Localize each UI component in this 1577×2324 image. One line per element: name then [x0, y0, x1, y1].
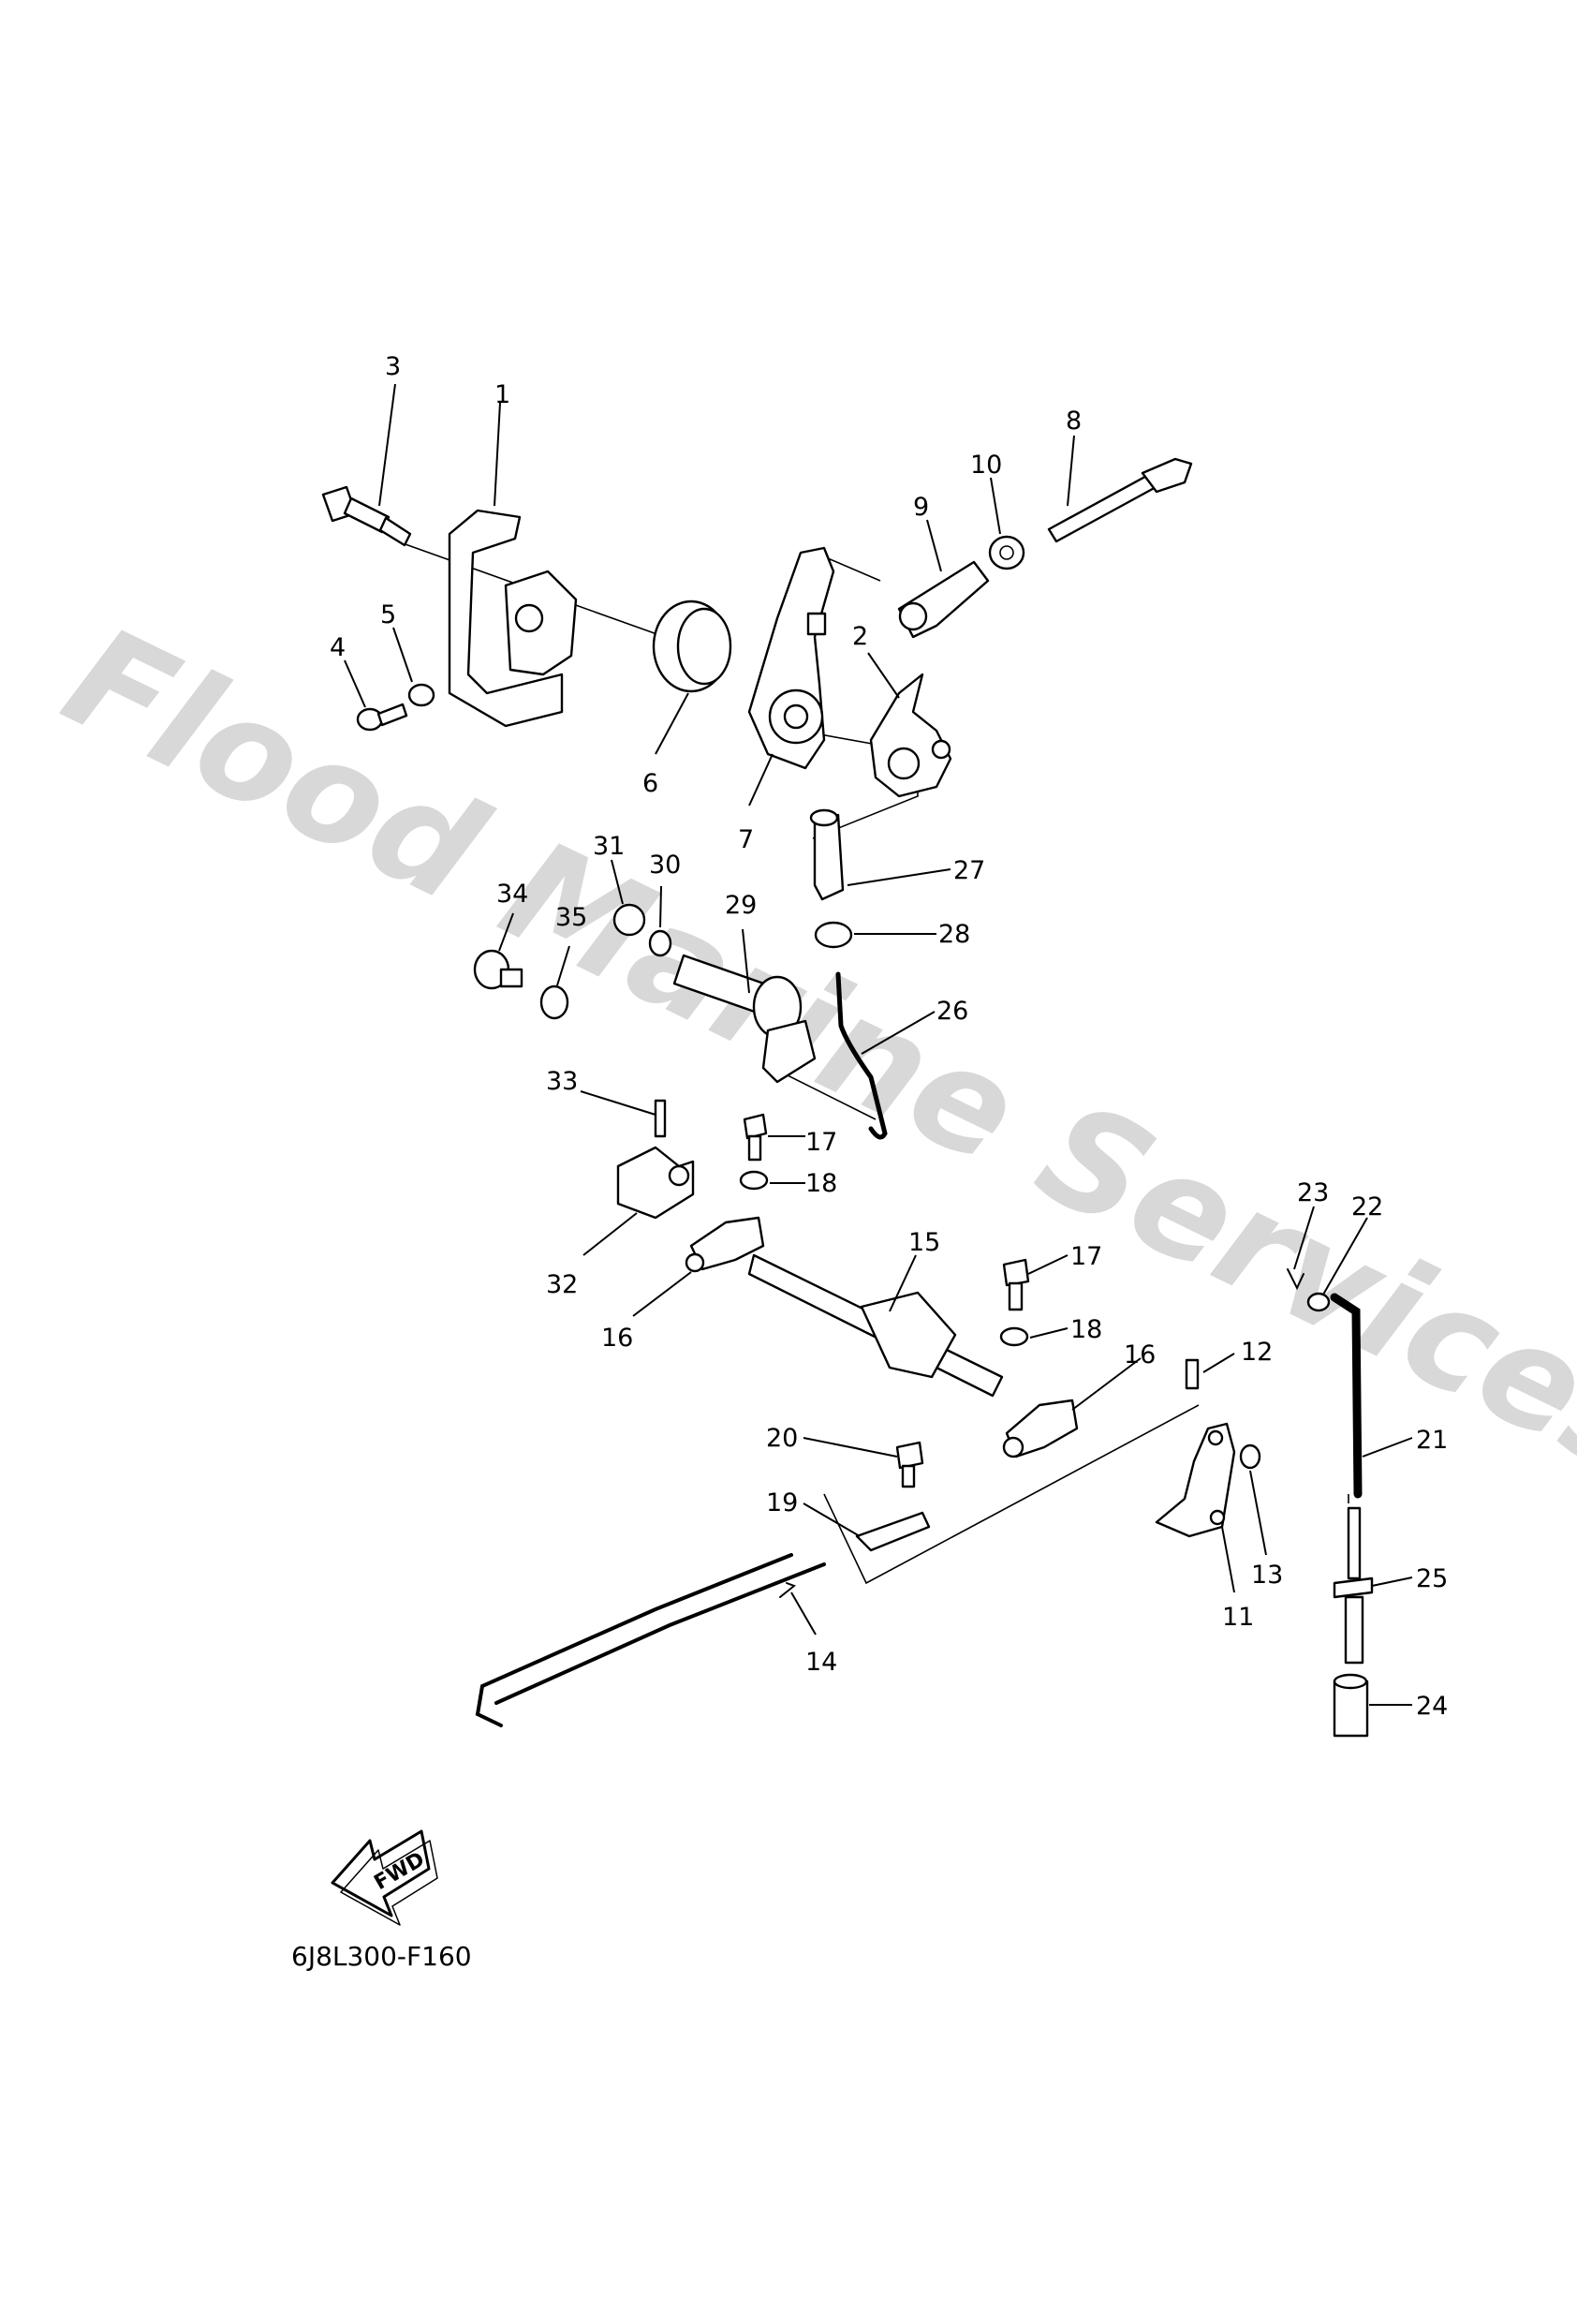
callout-19: 19 — [766, 1488, 798, 1517]
part-27-link — [809, 808, 845, 901]
part-32-arm — [616, 1146, 695, 1220]
part-14-rod-inner — [494, 1562, 826, 1705]
part-28-nut — [814, 921, 853, 949]
callout-28: 28 — [938, 920, 970, 949]
part-22-washer — [1306, 1292, 1331, 1312]
callout-34: 34 — [496, 880, 528, 909]
callout-16a: 16 — [601, 1324, 633, 1353]
part-20-bolt — [895, 1441, 924, 1488]
part-2-plate — [869, 673, 952, 798]
part-23-clip — [1287, 1268, 1304, 1291]
callout-13: 13 — [1251, 1561, 1283, 1590]
part-16-arm-lower — [1002, 1399, 1079, 1458]
callout-16b: 16 — [1124, 1340, 1156, 1369]
callout-21: 21 — [1416, 1426, 1448, 1455]
part-5-washer — [407, 683, 435, 707]
part-18-washer-lower — [999, 1326, 1029, 1347]
callout-29: 29 — [725, 891, 757, 920]
callout-20: 20 — [766, 1424, 798, 1453]
callout-18b: 18 — [1070, 1315, 1102, 1344]
callout-30: 30 — [649, 851, 681, 880]
part-30-washer — [648, 929, 672, 957]
part-15-shaft — [747, 1253, 1004, 1398]
callout-4: 4 — [330, 633, 346, 662]
callout-25: 25 — [1416, 1564, 1448, 1593]
part-13-washer — [1239, 1443, 1261, 1470]
part-12-pin — [1185, 1358, 1200, 1390]
callout-6: 6 — [642, 769, 658, 798]
callouts: 1 2 3 4 5 6 7 8 9 10 11 12 13 14 15 16 1… — [330, 352, 1448, 1721]
callout-23: 23 — [1297, 1178, 1329, 1207]
part-34-plug — [473, 949, 523, 990]
part-11-lever — [1155, 1422, 1236, 1538]
part-14-rod — [475, 1553, 793, 1727]
part-29-shaft — [672, 954, 817, 1084]
leader-lines — [344, 383, 1413, 1706]
callout-35: 35 — [555, 903, 587, 932]
part-25-adjuster — [1333, 1506, 1374, 1665]
callout-17b: 17 — [1070, 1242, 1102, 1271]
callout-11: 11 — [1222, 1603, 1254, 1632]
part-6-ring — [652, 600, 732, 693]
part-1-bracket — [448, 509, 578, 728]
part-31-nut — [612, 903, 646, 937]
part-10-nut — [988, 535, 1025, 570]
callout-5: 5 — [380, 600, 396, 629]
callout-24: 24 — [1416, 1692, 1448, 1721]
fwd-arrow-icon: FWD — [331, 1829, 438, 1926]
part-8-rod — [1047, 457, 1193, 543]
part-21-rod — [1330, 1293, 1363, 1499]
part-3-bolt — [321, 485, 412, 547]
callout-10: 10 — [970, 451, 1002, 480]
part-7-lever — [747, 546, 835, 770]
part-24-nut — [1333, 1673, 1369, 1738]
callout-31: 31 — [593, 832, 625, 861]
callout-1: 1 — [494, 380, 510, 409]
part-17-bolt-upper — [743, 1113, 768, 1162]
callout-33: 33 — [546, 1067, 578, 1096]
callout-3: 3 — [385, 352, 401, 381]
part-35-washer — [539, 984, 569, 1020]
part-33-pin — [654, 1099, 667, 1138]
callout-27: 27 — [953, 856, 985, 885]
callout-22: 22 — [1351, 1192, 1383, 1221]
part-19-clip — [855, 1511, 931, 1552]
part-4-screw — [356, 703, 408, 732]
callout-12: 12 — [1241, 1338, 1273, 1367]
callout-2: 2 — [852, 622, 868, 651]
callout-8: 8 — [1066, 407, 1082, 436]
callout-18a: 18 — [805, 1169, 837, 1198]
callout-7: 7 — [738, 825, 754, 854]
part-18-washer-upper — [739, 1170, 769, 1191]
diagram-code: 6J8L300-F160 — [291, 1941, 472, 1972]
callout-9: 9 — [913, 493, 929, 522]
callout-14: 14 — [805, 1648, 837, 1677]
part-17-bolt-lower — [1002, 1258, 1030, 1311]
part-9-rod-end — [897, 560, 990, 639]
callout-32: 32 — [546, 1270, 578, 1299]
callout-17a: 17 — [805, 1128, 837, 1157]
part-14-pin — [779, 1582, 796, 1598]
part-26-rod — [835, 971, 888, 1140]
callout-26: 26 — [936, 997, 968, 1026]
part-16-arm-upper — [685, 1216, 765, 1273]
callout-15: 15 — [908, 1228, 940, 1257]
